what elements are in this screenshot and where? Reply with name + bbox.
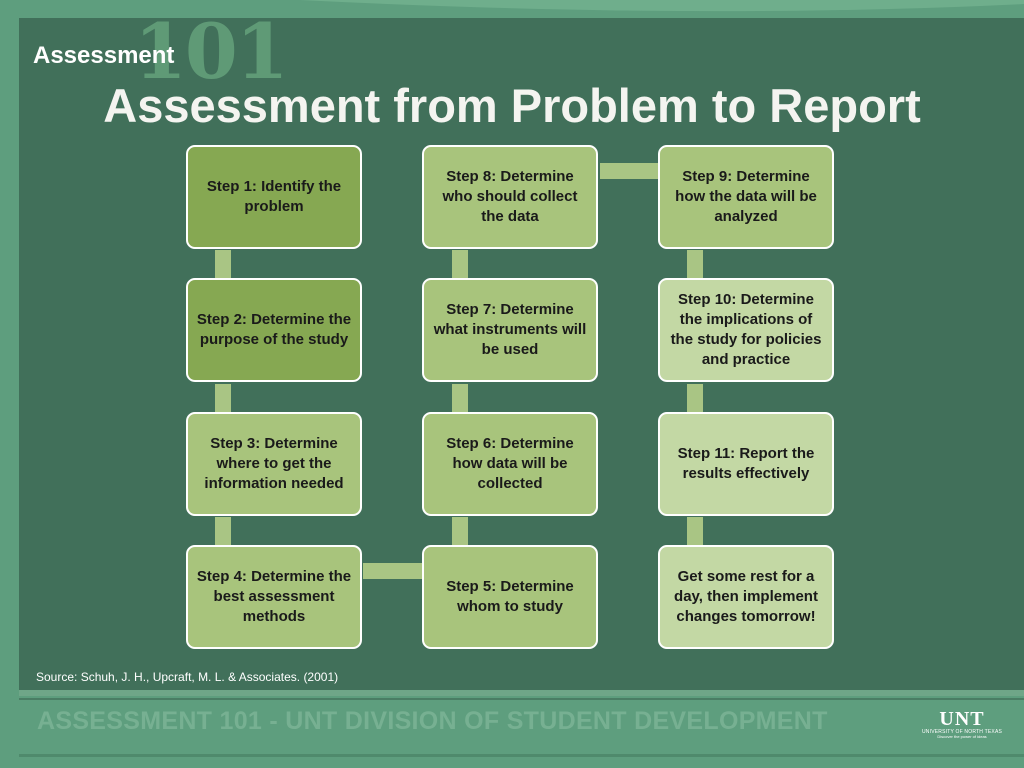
step-11-box: Step 11: Report the results effectively bbox=[658, 412, 834, 516]
step-9-box: Step 9: Determine how the data will be a… bbox=[658, 145, 834, 249]
step-4-label: Step 4: Determine the best assessment me… bbox=[196, 567, 352, 626]
connector-3-4 bbox=[215, 517, 231, 547]
source-citation: Source: Schuh, J. H., Upcraft, M. L. & A… bbox=[36, 670, 339, 684]
unt-logo: UNT UNIVERSITY OF NORTH TEXAS Discover t… bbox=[922, 709, 1002, 740]
step-1-box: Step 1: Identify the problem bbox=[186, 145, 362, 249]
step-10-box: Step 10: Determine the implications of t… bbox=[658, 278, 834, 382]
step-6-label: Step 6: Determine how data will be colle… bbox=[446, 434, 574, 493]
step-5-label: Step 5: Determine whom to study bbox=[446, 577, 574, 615]
step-2-box: Step 2: Determine the purpose of the stu… bbox=[186, 278, 362, 382]
logo-university: UNIVERSITY OF NORTH TEXAS bbox=[922, 729, 1003, 735]
step-8-box: Step 8: Determine who should collect the… bbox=[422, 145, 598, 249]
connector-10-11 bbox=[687, 384, 703, 414]
watermark-101: 101 bbox=[134, 7, 289, 96]
step-3-box: Step 3: Determine where to get the infor… bbox=[186, 412, 362, 516]
step-1-label: Step 1: Identify the problem bbox=[206, 177, 342, 215]
step-7-box: Step 7: Determine what instruments will … bbox=[422, 278, 598, 382]
connector-9-10 bbox=[687, 250, 703, 280]
logo-tagline: Discover the power of ideas bbox=[937, 734, 987, 739]
connector-4-5 bbox=[363, 563, 424, 579]
step-8-label: Step 8: Determine who should collect the… bbox=[442, 167, 578, 226]
connector-1-2 bbox=[215, 250, 231, 280]
step-2-label: Step 2: Determine the purpose of the stu… bbox=[196, 310, 352, 348]
step-12-label: Get some rest for a day, then implement … bbox=[674, 567, 818, 626]
step-5-box: Step 5: Determine whom to study bbox=[422, 545, 598, 649]
connector-7-8 bbox=[452, 250, 468, 280]
page-title: Assessment from Problem to Report bbox=[103, 79, 921, 132]
footer-text: ASSESSMENT 101 - UNT DIVISION OF STUDENT… bbox=[37, 707, 828, 735]
logo-wordmark: UNT bbox=[939, 708, 985, 730]
step-10-label: Step 10: Determine the implications of t… bbox=[670, 290, 822, 369]
step-7-label: Step 7: Determine what instruments will … bbox=[433, 300, 587, 359]
connector-5-6 bbox=[452, 517, 468, 547]
step-3-label: Step 3: Determine where to get the infor… bbox=[204, 434, 344, 493]
connector-11-12 bbox=[687, 517, 703, 547]
step-11-label: Step 11: Report the results effectively bbox=[677, 444, 815, 482]
step-4-box: Step 4: Determine the best assessment me… bbox=[186, 545, 362, 649]
step-12-box: Get some rest for a day, then implement … bbox=[658, 545, 834, 649]
kicker-text: Assessment bbox=[33, 42, 175, 69]
connector-8-9 bbox=[600, 163, 661, 179]
step-9-label: Step 9: Determine how the data will be a… bbox=[675, 167, 817, 226]
connector-2-3 bbox=[215, 384, 231, 414]
step-6-box: Step 6: Determine how data will be colle… bbox=[422, 412, 598, 516]
connector-6-7 bbox=[452, 384, 468, 414]
